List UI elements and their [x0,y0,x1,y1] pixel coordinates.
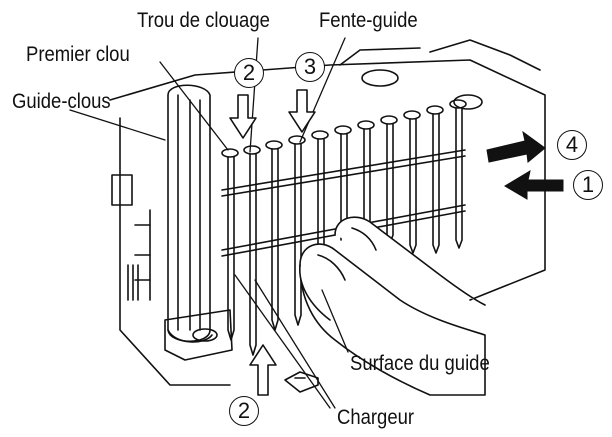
label-fente-guide: Fente-guide [319,9,418,32]
label-surface-du-guide: Surface du guide [350,352,490,375]
arrow-up-step2-icon [249,344,277,396]
label-chargeur: Chargeur [337,406,415,429]
arrow-left-step1-icon [504,169,564,200]
nail-heads [221,99,467,158]
hand [299,216,486,396]
leader-lines [69,37,349,409]
nailer-body [109,39,546,386]
arrow-down-step2-icon [229,94,257,139]
label-guide-clous: Guide-clous [12,90,111,113]
label-trou-de-clouage: Trou de clouage [137,9,270,32]
arrow-right-step4-icon [486,130,546,163]
nail-guide-housing [164,84,233,361]
step-4: 4 [557,130,587,160]
label-premier-clou: Premier clou [26,43,130,66]
step-2-top: 2 [234,58,264,88]
bottom-bracket [284,371,319,393]
arrow-down-step3-icon [288,89,316,133]
step-3: 3 [295,52,325,82]
collation-wires [221,149,466,257]
step-1: 1 [573,170,603,200]
step-2-bottom: 2 [229,396,259,426]
